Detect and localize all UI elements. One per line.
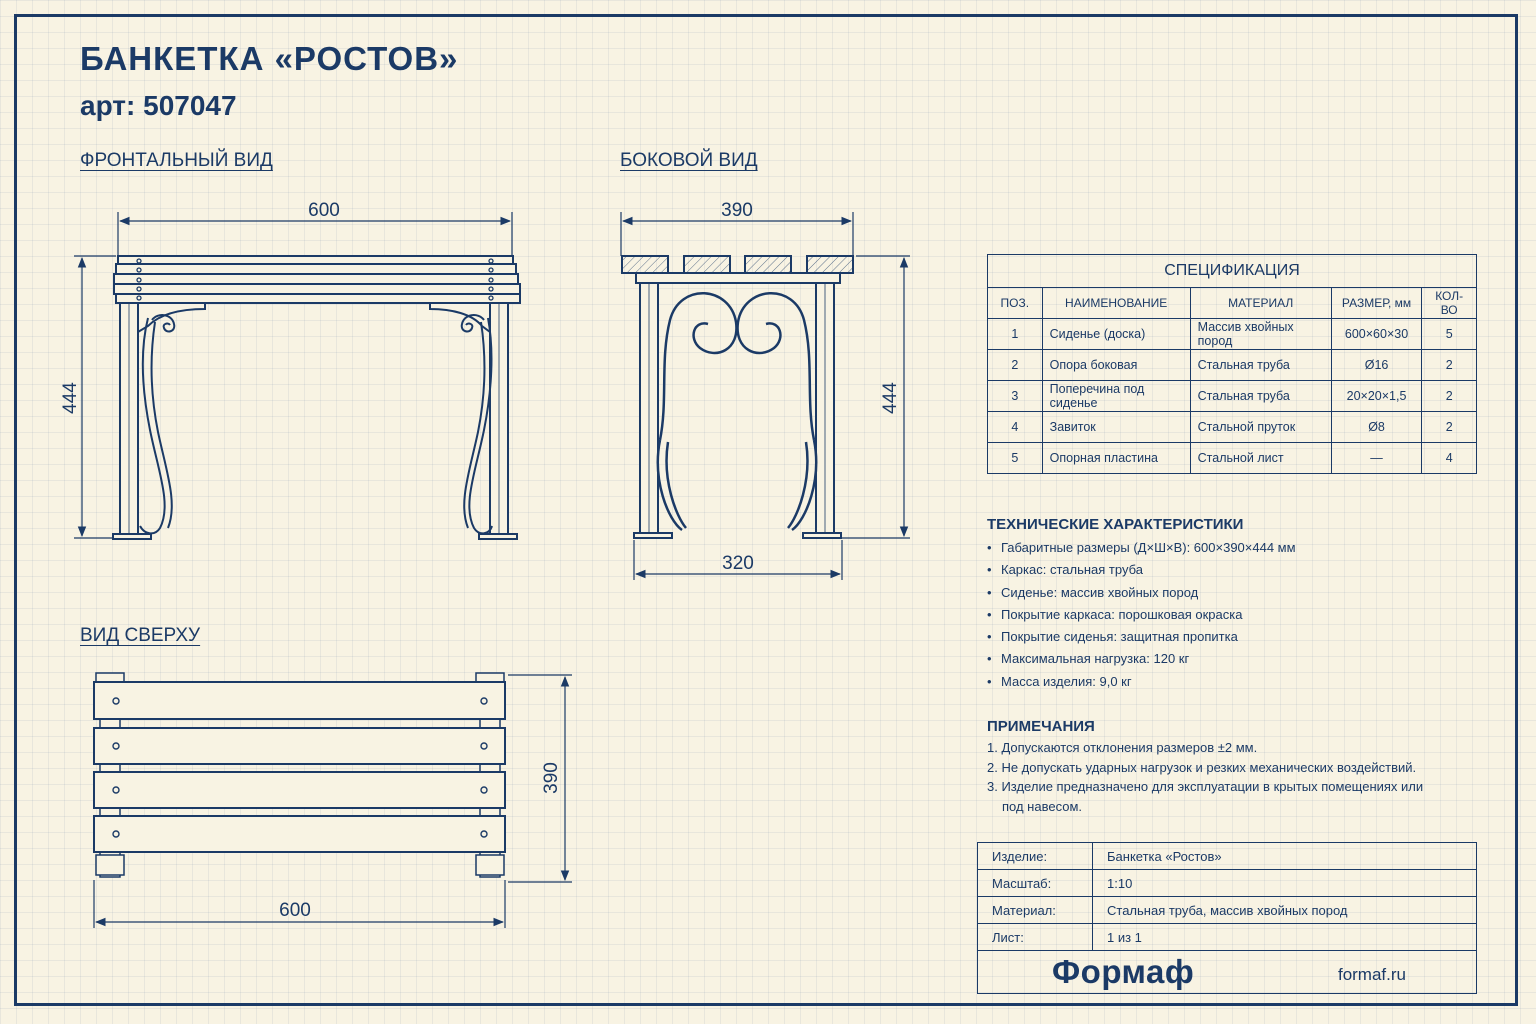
spec-cell: — (1330, 442, 1423, 474)
spec-cell: Завиток (1041, 411, 1191, 443)
side-ornamental-scrolls (656, 292, 818, 532)
brand-logo: Формаф (1052, 953, 1195, 990)
spec-title: СПЕЦИФИКАЦИЯ (987, 254, 1477, 287)
page-title: БАНКЕТКА «РОСТОВ» (80, 40, 459, 77)
stamp-value: 1:10 (1092, 869, 1477, 897)
spec-header-row: ПОЗ. НАИМЕНОВАНИЕ МАТЕРИАЛ РАЗМЕР, мм КО… (987, 287, 1477, 319)
spec-cell: 4 (987, 411, 1043, 443)
list-item: Покрытие сиденья: защитная пропитка (987, 626, 1296, 649)
spec-header-name: НАИМЕНОВАНИЕ (1041, 287, 1191, 319)
list-item: Сиденье: массив хвойных пород (987, 582, 1296, 605)
spec-header-qty: КОЛ-ВО (1421, 287, 1477, 319)
list-item: Масса изделия: 9,0 кг (987, 671, 1296, 694)
spec-cell: 20×20×1,5 (1330, 380, 1423, 412)
spec-cell: Стальной пруток (1189, 411, 1332, 443)
title-block: Изделие: Банкетка «Ростов» Масштаб: 1:10… (977, 842, 1477, 994)
side-board-sections (621, 255, 854, 274)
table-row: 5 Опорная пластина Стальной лист — 4 (987, 442, 1477, 474)
top-view: 390 600 (93, 672, 572, 928)
spec-cell: Опорная пластина (1041, 442, 1191, 474)
front-legs (112, 302, 518, 540)
stamp-value: 1 из 1 (1092, 923, 1477, 951)
spec-cell: Стальной лист (1189, 442, 1332, 474)
table-row: 2 Опора боковая Стальная труба Ø16 2 (987, 349, 1477, 381)
sheet-frame (14, 14, 1518, 1006)
front-seat-boards (113, 255, 521, 304)
table-row: Лист: 1 из 1 (977, 923, 1477, 951)
spec-cell: 600×60×30 (1330, 318, 1423, 350)
brand-website[interactable]: formaf.ru (1337, 965, 1406, 984)
table-row: 4 Завиток Стальной пруток Ø8 2 (987, 411, 1477, 443)
technical-drawing: 600 444 (60, 200, 910, 928)
table-row: Масштаб: 1:10 (977, 869, 1477, 897)
spec-cell: 2 (1421, 349, 1477, 381)
front-screws (136, 258, 494, 301)
side-legs (633, 282, 842, 539)
brand-cell: Формаф formaf.ru (977, 950, 1477, 994)
stamp-value: Банкетка «Ростов» (1092, 842, 1477, 870)
front-view-label: ФРОНТАЛЬНЫЙ ВИД (80, 150, 273, 171)
article-number: арт: 507047 (80, 90, 237, 121)
spec-cell: 4 (1421, 442, 1477, 474)
spec-cell: Поперечина под сиденье (1041, 380, 1191, 412)
list-item: Максимальная нагрузка: 120 кг (987, 648, 1296, 671)
tech-title: ТЕХНИЧЕСКИЕ ХАРАКТЕРИСТИКИ (987, 516, 1244, 533)
spec-header-pos: ПОЗ. (987, 287, 1043, 319)
spec-cell: Ø16 (1330, 349, 1423, 381)
spec-cell: 2 (1421, 380, 1477, 412)
table-row: 3 Поперечина под сиденье Стальная труба … (987, 380, 1477, 412)
side-height-dimension: 444 (880, 382, 901, 414)
list-item: 1. Допускаются отклонения размеров ±2 мм… (987, 740, 1258, 755)
front-width-dimension: 600 (308, 200, 340, 221)
tech-list: Габаритные размеры (Д×Ш×В): 600×390×444 … (987, 537, 1296, 693)
notes-list: 1. Допускаются отклонения размеров ±2 мм… (987, 738, 1447, 816)
spec-cell: Массив хвойных пород (1189, 318, 1332, 350)
spec-cell: Стальная труба (1189, 380, 1332, 412)
list-item: Габаритные размеры (Д×Ш×В): 600×390×444 … (987, 537, 1296, 560)
stamp-key: Материал: (977, 896, 1093, 924)
spec-cell: Ø8 (1330, 411, 1423, 443)
table-row: Материал: Стальная труба, массив хвойных… (977, 896, 1477, 924)
specification-table: СПЕЦИФИКАЦИЯ ПОЗ. НАИМЕНОВАНИЕ МАТЕРИАЛ … (987, 254, 1477, 474)
stamp-value: Стальная труба, массив хвойных пород (1092, 896, 1477, 924)
notes-title: ПРИМЕЧАНИЯ (987, 718, 1095, 735)
list-item: 3. Изделие предназначено для эксплуатаци… (987, 779, 1424, 814)
side-view: 390 444 320 (620, 200, 910, 580)
spec-cell: 1 (987, 318, 1043, 350)
spec-cell: Стальная труба (1189, 349, 1332, 381)
spec-cell: 5 (1421, 318, 1477, 350)
spec-cell: Опора боковая (1041, 349, 1191, 381)
spec-cell: 2 (1421, 411, 1477, 443)
stamp-key: Масштаб: (977, 869, 1093, 897)
spec-cell: Сиденье (доска) (1041, 318, 1191, 350)
side-width-dimension: 390 (721, 200, 753, 221)
stamp-key: Лист: (977, 923, 1093, 951)
brand-row: Формаф formaf.ru (977, 950, 1477, 994)
list-item: 2. Не допускать ударных нагрузок и резки… (987, 759, 1417, 775)
spec-cell: 2 (987, 349, 1043, 381)
list-item: Покрытие каркаса: порошковая окраска (987, 604, 1296, 627)
spec-cell: 3 (987, 380, 1043, 412)
top-width-dimension: 600 (279, 900, 311, 921)
top-view-label: ВИД СВЕРХУ (80, 625, 201, 646)
front-view: 600 444 (60, 200, 521, 540)
spec-header-material: МАТЕРИАЛ (1189, 287, 1332, 319)
spec-header-size: РАЗМЕР, мм (1330, 287, 1423, 319)
front-support-plates (137, 302, 491, 334)
top-seat-boards (93, 681, 506, 853)
table-row: 1 Сиденье (доска) Массив хвойных пород 6… (987, 318, 1477, 350)
top-depth-dimension: 390 (541, 762, 562, 794)
stamp-key: Изделие: (977, 842, 1093, 870)
side-view-label: БОКОВОЙ ВИД (620, 150, 758, 171)
top-screws (112, 697, 488, 838)
side-base-dimension: 320 (722, 553, 754, 574)
list-item: Каркас: стальная труба (987, 559, 1296, 582)
front-curved-supports (139, 314, 493, 535)
side-cross-bar (635, 272, 841, 284)
table-row: Изделие: Банкетка «Ростов» (977, 842, 1477, 870)
front-height-dimension: 444 (60, 382, 81, 414)
spec-cell: 5 (987, 442, 1043, 474)
